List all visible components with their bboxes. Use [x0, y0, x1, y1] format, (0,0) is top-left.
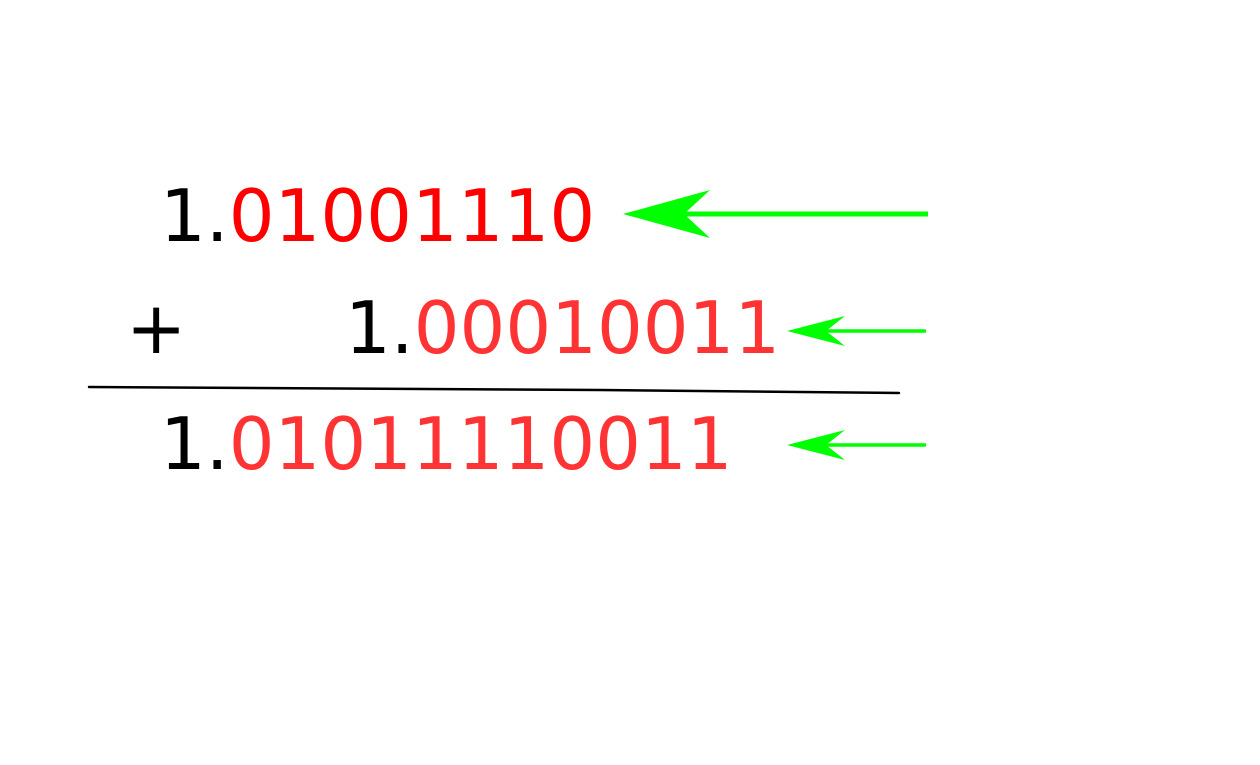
arrow-left-icon [623, 190, 928, 238]
operand-a-integer: 1. [160, 174, 229, 258]
arrow-left-icon [787, 316, 926, 346]
result-integer: 1. [160, 402, 229, 486]
operand-a: 1.01001110 [160, 180, 595, 252]
plus-sign: + [126, 286, 187, 370]
sum-rule-line [87, 385, 901, 395]
operand-a-fraction: 01001110 [228, 174, 596, 258]
operand-b-integer: 1. [345, 286, 414, 370]
result: 1.01011110011 [160, 408, 733, 480]
arrow-left-icon [787, 430, 926, 460]
operand-b-fraction: 00010011 [413, 286, 781, 370]
result-fraction: 01011110011 [228, 402, 733, 486]
operand-b: 1.00010011 [345, 292, 780, 364]
